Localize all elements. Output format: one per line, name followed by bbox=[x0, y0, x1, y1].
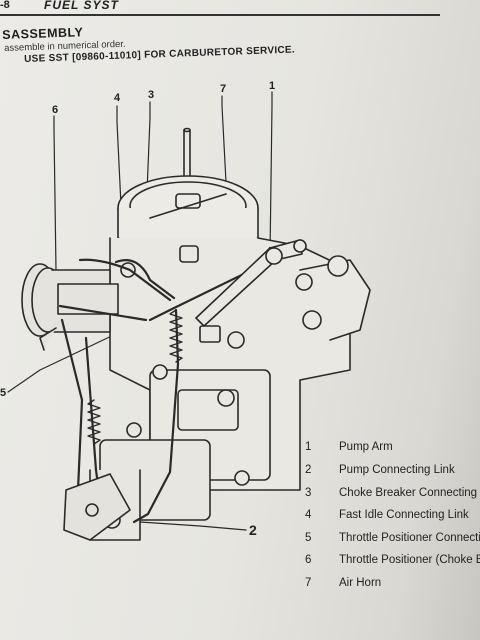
page-number: -8 bbox=[0, 0, 10, 11]
procedure-title: SASSEMBLY bbox=[2, 25, 84, 42]
legend-label: Fast Idle Connecting Link bbox=[339, 509, 469, 521]
header-rule bbox=[0, 14, 440, 16]
callout-3: 3 bbox=[148, 89, 155, 101]
legend-label: Throttle Positioner Connectin bbox=[339, 532, 480, 544]
legend-number: 7 bbox=[305, 577, 312, 589]
callout-2: 2 bbox=[249, 522, 257, 538]
legend-number: 2 bbox=[305, 464, 312, 476]
legend-number: 1 bbox=[305, 441, 312, 453]
callout-7: 7 bbox=[220, 83, 227, 95]
legend-label: Air Horn bbox=[339, 577, 382, 589]
callout-1: 1 bbox=[269, 80, 276, 92]
carburetor-diagram bbox=[7, 91, 371, 541]
choke-valve-shape bbox=[149, 193, 227, 219]
callout-5: 5 bbox=[0, 387, 7, 399]
legend-number: 4 bbox=[305, 509, 312, 521]
legend-label: Pump Arm bbox=[339, 441, 393, 453]
legend-label: Choke Breaker Connecting Lin bbox=[339, 487, 480, 499]
throttle-positioner-shape bbox=[21, 263, 119, 351]
legend-number: 3 bbox=[305, 487, 312, 499]
callout-6: 6 bbox=[52, 104, 59, 116]
callout-4: 4 bbox=[114, 92, 121, 104]
legend-label: Throttle Positioner (Choke B bbox=[339, 554, 480, 566]
legend-number: 6 bbox=[305, 554, 312, 566]
legend-label: Pump Connecting Link bbox=[339, 464, 455, 476]
section-title: FUEL SYST bbox=[44, 0, 119, 12]
throttle-lever-shape bbox=[63, 473, 131, 541]
legend-number: 5 bbox=[305, 532, 312, 544]
pump-arm-shape bbox=[195, 239, 307, 327]
